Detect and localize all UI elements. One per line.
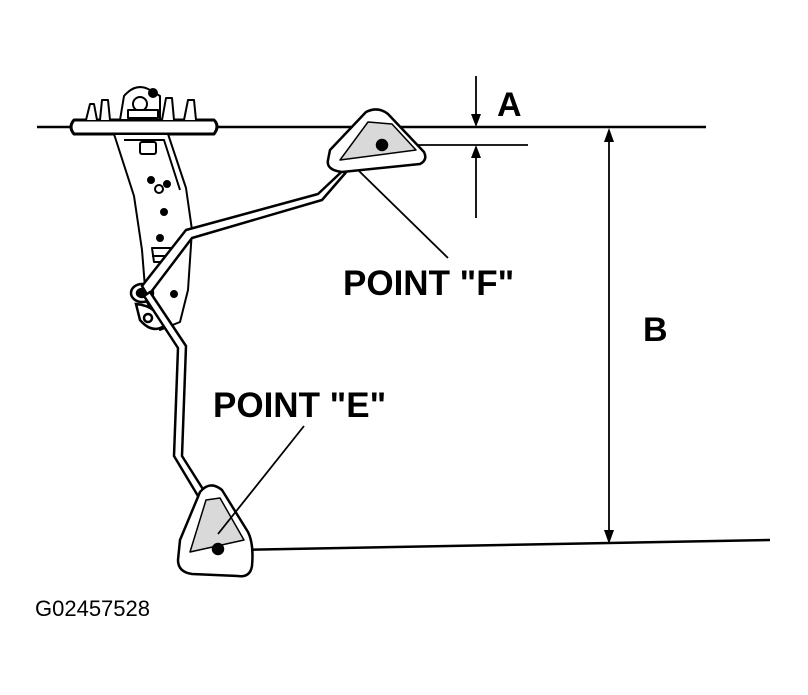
pedal-pad-f	[326, 108, 427, 174]
dimension-b-label: B	[643, 311, 668, 349]
point-f-label: POINT "F"	[343, 264, 515, 303]
point-e-label: POINT "E"	[213, 386, 387, 425]
point-f-leader	[357, 169, 449, 259]
dimension-a-label: A	[497, 86, 522, 124]
dimension-b-marker	[604, 128, 614, 544]
mounting-bracket	[69, 86, 219, 331]
lower-reference-line	[231, 538, 771, 552]
point-e-leader	[217, 425, 305, 535]
pedal-pad-e	[176, 484, 254, 578]
figure-id-label: G02457528	[35, 596, 150, 621]
